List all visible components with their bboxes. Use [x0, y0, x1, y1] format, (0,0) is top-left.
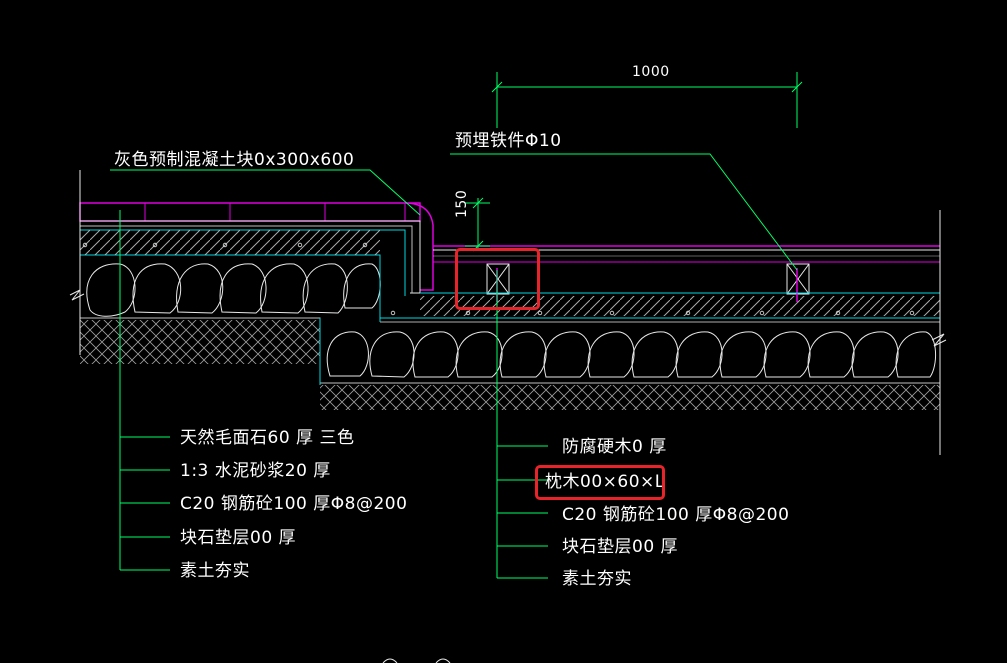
- dimension-height-label: 150: [454, 189, 470, 218]
- right-layer-4: 块石垫层00 厚: [562, 537, 679, 557]
- stone-paving-layer: [79, 202, 421, 222]
- rubble-stones-left: [86, 263, 381, 317]
- right-layer-2: 枕木00×60×L: [545, 472, 665, 492]
- right-layer-5: 素土夯实: [562, 569, 632, 589]
- left-layer-3: C20 钢筋砼100 厚Φ8@200: [180, 494, 408, 514]
- left-layer-5: 素土夯实: [180, 561, 250, 581]
- leader-lines: [110, 153, 798, 579]
- right-layer-3: C20 钢筋砼100 厚Φ8@200: [562, 505, 790, 525]
- left-layer-4: 块石垫层00 厚: [180, 528, 297, 548]
- highlight-sleeper-box: [455, 248, 540, 310]
- left-layer-2: 1:3 水泥砂浆20 厚: [180, 461, 331, 481]
- dimension-span-label: 1000: [632, 64, 670, 80]
- dimension-lines: [465, 72, 803, 252]
- sleeper-marks: [486, 263, 810, 295]
- right-layer-1: 防腐硬木0 厚: [562, 437, 667, 457]
- highlight-sleeper-label-box: [535, 465, 665, 500]
- callout-embedded-iron: 预埋铁件Φ10: [455, 131, 562, 151]
- step-nosing: [404, 202, 434, 291]
- callout-precast-block: 灰色预制混凝土块0x300x600: [114, 150, 355, 170]
- right-section: [319, 210, 947, 455]
- left-layer-1: 天然毛面石60 厚 三色: [180, 428, 355, 448]
- rubble-stones-right: [326, 331, 936, 378]
